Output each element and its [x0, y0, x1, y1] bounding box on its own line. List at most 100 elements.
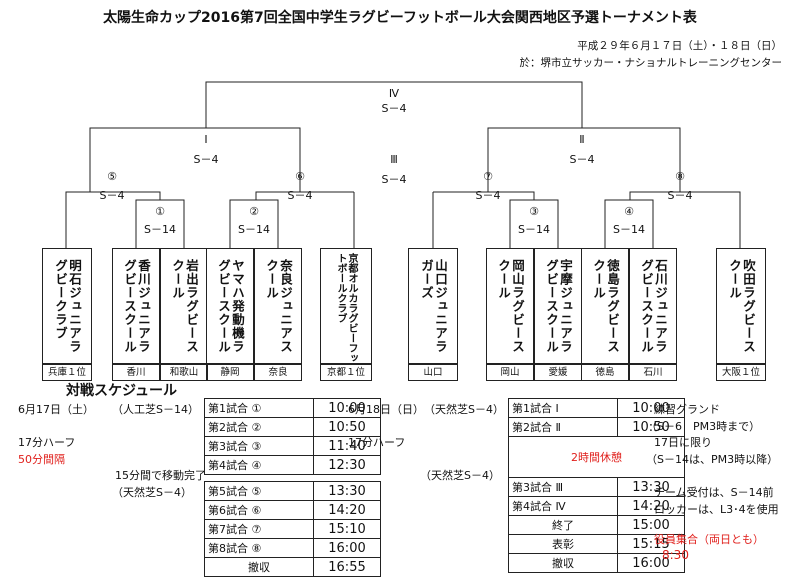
- day1-half: 17分ハーフ: [18, 436, 76, 449]
- team-name: 奈良ジュニアスクール: [264, 259, 293, 354]
- team-pref: 山口: [408, 364, 458, 381]
- team-pref: 愛媛: [534, 364, 582, 381]
- day1-field-note: （人工芝S－14）: [112, 403, 199, 416]
- time-cell: 12:30: [313, 455, 381, 475]
- staff-time: 8:30: [662, 548, 689, 562]
- team-pref: 大阪１位: [716, 364, 766, 381]
- team-name: 石川ジュニアラグビースクール: [639, 259, 668, 354]
- day1-field-note2: （天然芝S－4）: [112, 486, 192, 499]
- right-semi-number: Ⅱ: [579, 133, 585, 146]
- team-box-nara: 奈良ジュニアスクール: [254, 248, 302, 364]
- team-name: 徳島ラグビースクール: [591, 259, 620, 354]
- q6-field: S－4: [287, 189, 313, 202]
- day2-half: 17分ハーフ: [348, 436, 406, 449]
- team-box-okayama: 岡山ラグビースクール: [486, 248, 534, 364]
- day2-date: 6月18日（日）: [348, 403, 424, 416]
- team-box-uma: 宇摩ジュニアラグビースクール: [534, 248, 582, 364]
- team-box-kagawa: 香川ジュニアラグビースクール: [112, 248, 160, 364]
- q7-number: ⑦: [483, 170, 493, 183]
- practice-note-1: （S－6 PM3時まで）: [646, 420, 761, 433]
- day2-field-note2: （天然芝S－4）: [420, 469, 500, 482]
- time-cell: 10:00: [313, 398, 381, 418]
- team-pref: 京都１位: [320, 364, 372, 381]
- game-cell: 第2試合 Ⅱ: [508, 417, 618, 437]
- team-pref: 奈良: [254, 364, 302, 381]
- game-cell: 撤収: [508, 553, 618, 573]
- team-box-iwade: 岩出ラグビースクール: [160, 248, 208, 364]
- left-semi-number: Ⅰ: [204, 133, 208, 146]
- team-name: 明石ジュニアラグビークラブ: [53, 259, 82, 354]
- time-cell: 13:30: [617, 477, 685, 497]
- date-line: 平成２９年６月１７日（土）・１８日（日）: [577, 40, 782, 52]
- team-box-kyoto: 京都オルカラグビーフットボールクラブ: [320, 248, 372, 364]
- day1-date: 6月17日（土）: [18, 403, 94, 416]
- team-box-yamaguchi: 山口ジュニアラガーズ: [408, 248, 458, 364]
- team-pref: 兵庫１位: [42, 364, 92, 381]
- reception-note-1: チーム受付は、S－14前: [654, 486, 774, 499]
- reception-note-2: ロッカーは、L3･4を使用: [654, 503, 779, 516]
- game-cell: 第2試合 ②: [204, 417, 314, 437]
- final-number: Ⅳ: [388, 87, 400, 100]
- game-cell: 第1試合 Ⅰ: [508, 398, 618, 418]
- game-cell: 第1試合 ①: [204, 398, 314, 418]
- team-pref: 徳島: [581, 364, 629, 381]
- time-cell: 11:40: [313, 436, 381, 456]
- game-cell: 第8試合 ⑧: [204, 538, 314, 558]
- m4-field: S－14: [613, 223, 645, 236]
- time-cell: 10:00: [617, 398, 685, 418]
- m1-number: ①: [155, 205, 165, 218]
- team-name: 岡山ラグビースクール: [496, 259, 525, 354]
- m2-number: ②: [249, 205, 259, 218]
- time-cell: 16:00: [617, 553, 685, 573]
- break-cell: 2時間休憩: [508, 436, 685, 478]
- team-box-tokushima: 徳島ラグビースクール: [581, 248, 629, 364]
- schedule-heading: 対戦スケジュール: [66, 383, 178, 399]
- m4-number: ④: [624, 205, 634, 218]
- q8-field: S－4: [667, 189, 693, 202]
- game-cell: 第3試合 Ⅲ: [508, 477, 618, 497]
- team-pref: 静岡: [206, 364, 254, 381]
- m2-field: S－14: [238, 223, 270, 236]
- team-name: 山口ジュニアラガーズ: [419, 259, 448, 354]
- team-box-ishikawa: 石川ジュニアラグビースクール: [629, 248, 677, 364]
- right-semi-field: S－4: [569, 153, 595, 166]
- practice-note-3: （S－14は、PM3時以降）: [646, 453, 779, 466]
- time-cell: 15:10: [313, 519, 381, 539]
- game-cell: 第6試合 ⑥: [204, 500, 314, 520]
- day1-interval: 50分間隔: [18, 453, 65, 466]
- q5-number: ⑤: [107, 170, 117, 183]
- team-name: 宇摩ジュニアラグビースクール: [544, 259, 573, 354]
- left-semi-field: S－4: [193, 153, 219, 166]
- team-name: ヤマハ発動機ラグビースクール: [216, 259, 245, 354]
- team-pref: 香川: [112, 364, 160, 381]
- team-pref: 和歌山: [160, 364, 208, 381]
- game-cell: 第7試合 ⑦: [204, 519, 314, 539]
- game-cell: 第3試合 ③: [204, 436, 314, 456]
- team-name: 京都オルカラグビーフットボールクラブ: [335, 253, 357, 363]
- m3-field: S－14: [518, 223, 550, 236]
- day1-move-note: 15分間で移動完了: [115, 469, 206, 482]
- q6-number: ⑥: [295, 170, 305, 183]
- time-cell: 14:20: [313, 500, 381, 520]
- game-cell: 終了: [508, 515, 618, 535]
- q8-number: ⑧: [675, 170, 685, 183]
- game-cell: 表彰: [508, 534, 618, 554]
- page-title: 太陽生命カップ2016第7回全国中学生ラグビーフットボール大会関西地区予選トーナ…: [103, 10, 697, 26]
- m1-field: S－14: [144, 223, 176, 236]
- team-name: 岩出ラグビースクール: [170, 259, 199, 354]
- team-pref: 石川: [629, 364, 677, 381]
- team-name: 吹田ラグビースクール: [727, 259, 756, 354]
- team-box-suita: 吹田ラグビースクール: [716, 248, 766, 364]
